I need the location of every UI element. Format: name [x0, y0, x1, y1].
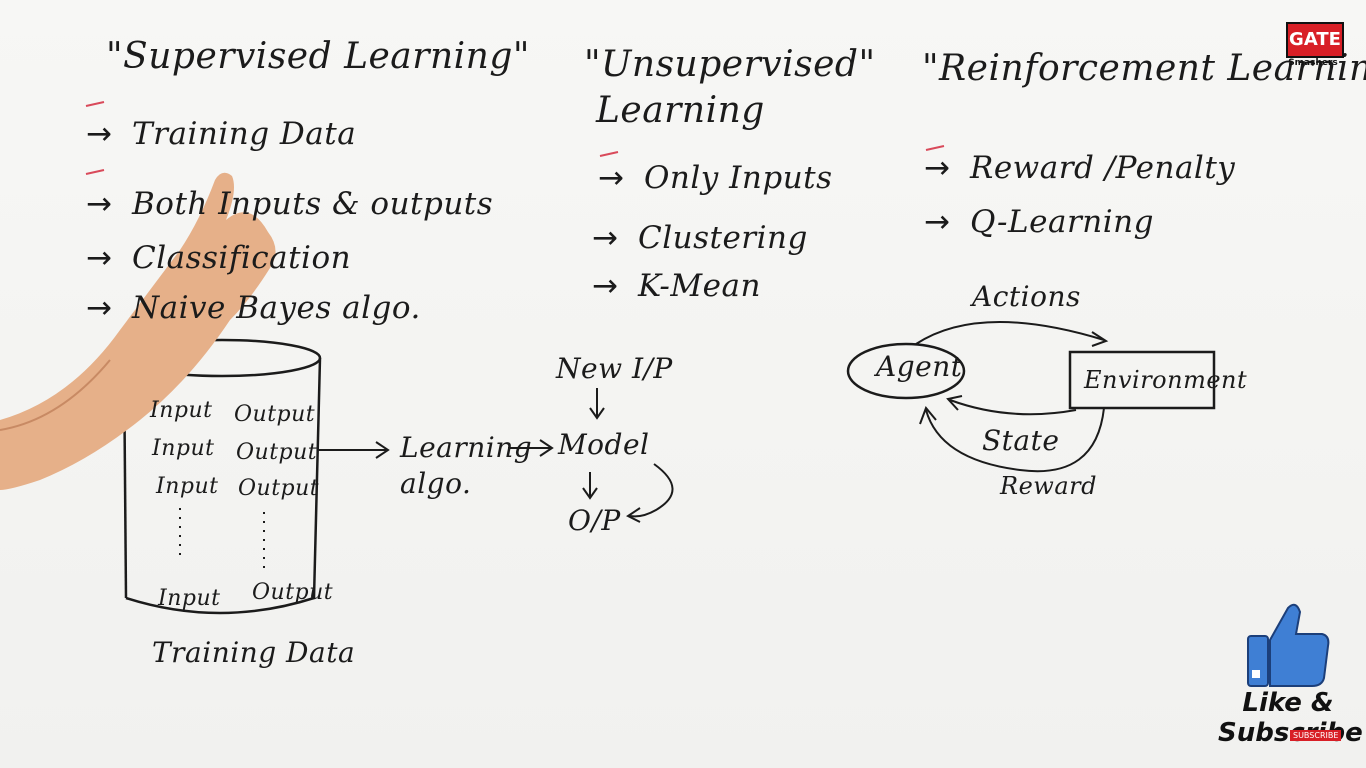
supervised-bullet-3: →Classification	[86, 240, 352, 276]
cylinder-row-2-output: Output	[236, 440, 318, 465]
cylinder-ellipsis-dots	[179, 508, 265, 572]
reinforcement-bullet-1: →Reward /Penalty	[924, 150, 1236, 186]
feedback-curve-arrow	[626, 463, 674, 523]
learning-algo-label: Learning algo.	[400, 431, 533, 500]
model-label: Model	[558, 428, 650, 461]
unsupervised-bullet-3-text: K-Mean	[638, 268, 761, 304]
cylinder-row-4-output: Output	[252, 580, 334, 605]
reward-label: Reward	[1000, 472, 1097, 500]
reinforcement-bullet-2: →Q-Learning	[924, 204, 1154, 240]
reinforcement-bullet-1-text: Reward /Penalty	[970, 150, 1236, 186]
actions-arrow	[915, 320, 1109, 347]
state-label: State	[982, 424, 1060, 457]
unsupervised-bullet-1-text: Only Inputs	[644, 160, 833, 196]
supervised-bullet-1: →Training Data	[86, 116, 357, 152]
red-emphasis-marks	[85, 101, 945, 175]
cylinder-row-3-input: Input	[156, 474, 219, 499]
output-label: O/P	[568, 504, 621, 537]
cylinder-row-4-input: Input	[158, 586, 221, 611]
unsupervised-heading-line1: "Unsupervised"	[584, 44, 876, 85]
arrow-to-model	[508, 439, 554, 457]
supervised-heading: "Supervised Learning"	[106, 36, 530, 77]
supervised-bullet-2-text: Both Inputs & outputs	[132, 186, 494, 222]
cylinder-row-3-output: Output	[238, 476, 320, 501]
unsupervised-heading-line2: Learning	[596, 90, 765, 131]
unsupervised-bullet-3: →K-Mean	[592, 268, 761, 304]
training-data-cylinder	[122, 338, 322, 615]
supervised-bullet-1-text: Training Data	[132, 116, 357, 152]
supervised-bullet-2: →Both Inputs & outputs	[86, 186, 494, 222]
logo-box: GATE	[1286, 22, 1344, 58]
new-input-label: New I/P	[556, 352, 673, 385]
subscribe-badge[interactable]: SUBSCRIBE	[1290, 730, 1342, 741]
like-subscribe-overlay: Like & Subscribe SUBSCRIBE	[1218, 596, 1363, 760]
cylinder-row-1-input: Input	[150, 398, 213, 423]
thumbs-up-icon	[1247, 603, 1330, 687]
arrow-newip-to-model	[589, 388, 605, 420]
logo-subtitle: Smashers	[1288, 58, 1338, 68]
environment-label: Environment	[1084, 366, 1248, 394]
reward-arrow	[919, 406, 1105, 473]
cylinder-row-2-input: Input	[152, 436, 215, 461]
like-text-line1: Like &	[1242, 688, 1334, 718]
agent-label: Agent	[876, 350, 963, 383]
unsupervised-bullet-2-text: Clustering	[638, 220, 808, 256]
supervised-bullet-3-text: Classification	[132, 240, 352, 276]
arrow-to-learning-algo	[318, 441, 390, 459]
actions-label: Actions	[972, 280, 1081, 313]
cylinder-row-1-output: Output	[234, 402, 316, 427]
unsupervised-bullet-1: →Only Inputs	[598, 160, 833, 196]
supervised-bullet-4: →Naive Bayes algo.	[86, 290, 421, 326]
arrow-model-to-output	[582, 472, 598, 500]
state-arrow	[946, 395, 1077, 416]
reinforcement-bullet-2-text: Q-Learning	[970, 204, 1154, 240]
agent-node-shape	[846, 342, 966, 400]
supervised-bullet-4-text: Naive Bayes algo.	[132, 290, 421, 326]
cylinder-caption: Training Data	[152, 636, 356, 669]
presenter-hand	[0, 172, 276, 491]
gate-smashers-logo: GATE Smashers	[1278, 16, 1348, 72]
environment-node-shape	[1068, 350, 1216, 410]
unsupervised-bullet-2: →Clustering	[592, 220, 808, 256]
